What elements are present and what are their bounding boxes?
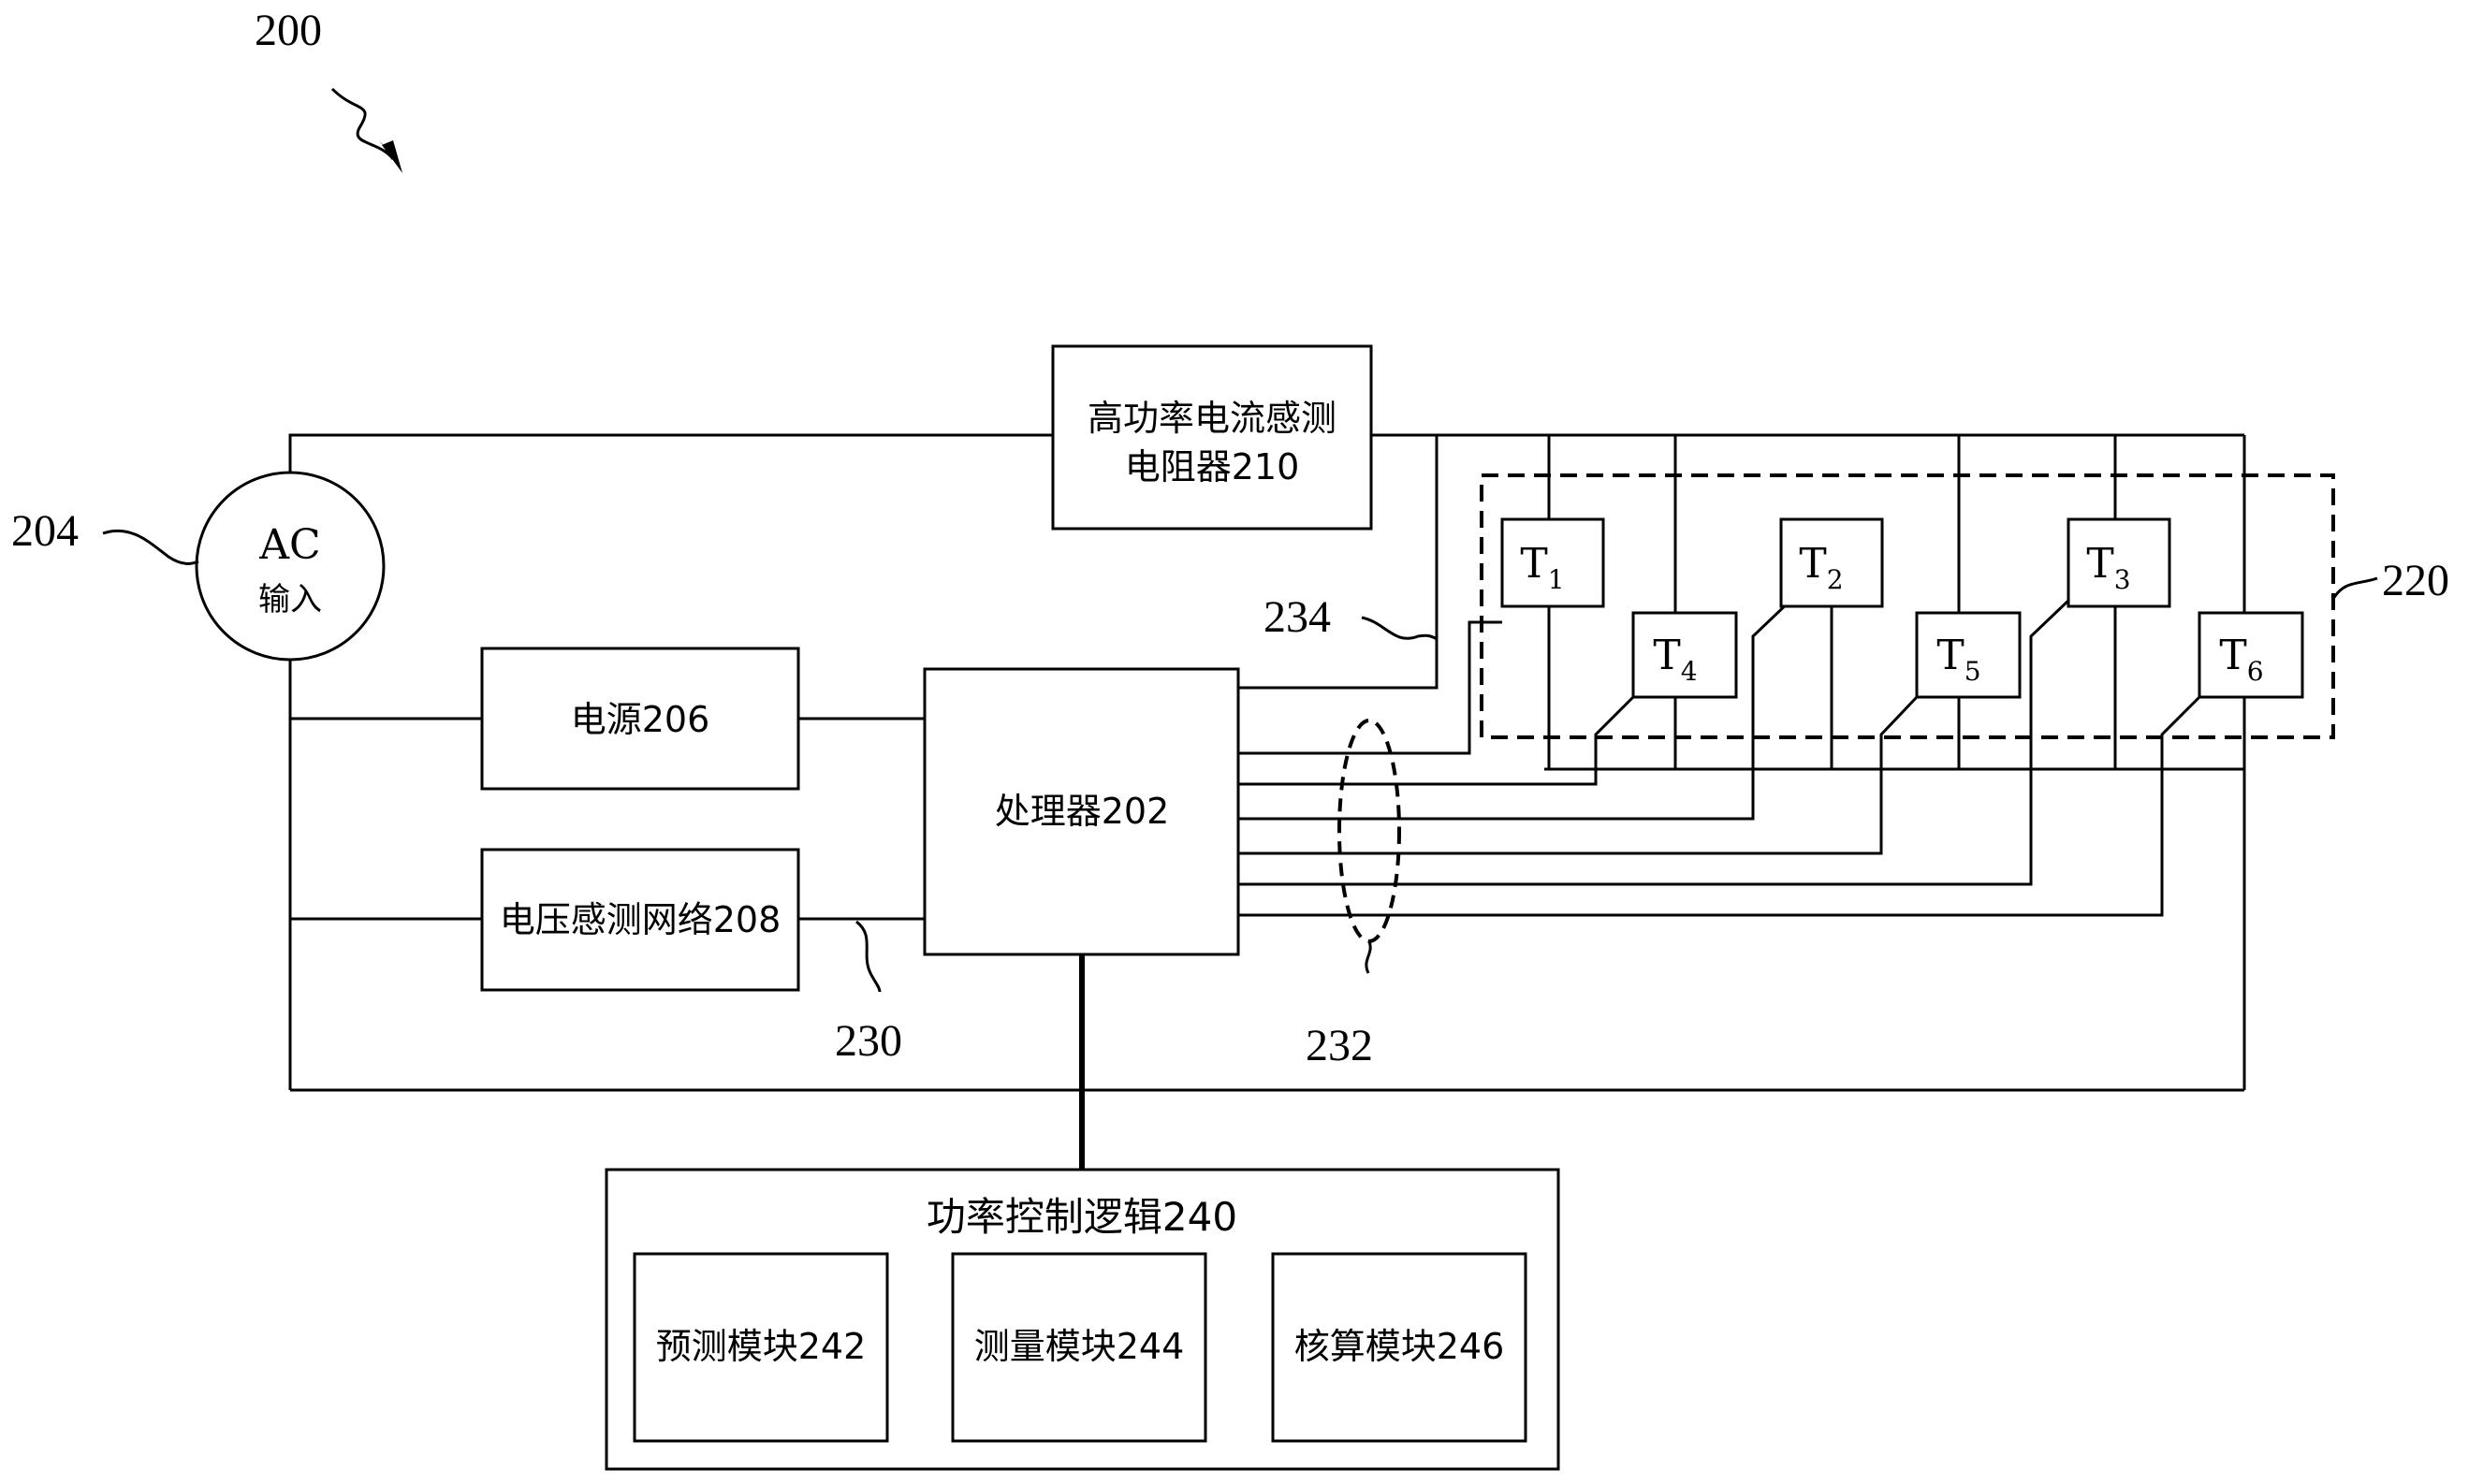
- ref-204-leader: [102, 529, 199, 565]
- t6-sub: 6: [2247, 656, 2264, 687]
- switch-t5: T5: [1915, 611, 2022, 699]
- measure-module-label: 测量模块244: [974, 1326, 1185, 1367]
- ref-230-leader: [855, 920, 882, 993]
- ref-230: 230: [835, 1016, 902, 1066]
- predict-module-label: 预测模块242: [656, 1326, 867, 1367]
- power-control-logic-label: 功率控制逻辑240: [927, 1194, 1237, 1240]
- power-supply-label: 电源206: [571, 699, 710, 740]
- t4-sub: 4: [1681, 656, 1698, 687]
- measure-module-244: [951, 1252, 1207, 1443]
- gate-line-1-route: [1463, 620, 1502, 755]
- t1-letter: T: [1520, 540, 1547, 588]
- ac-input-source: [195, 471, 386, 662]
- ref-234-leader: [1361, 616, 1438, 641]
- ref-232-leader: [1365, 940, 1372, 974]
- ref-204: 204: [11, 506, 79, 556]
- t2-letter: T: [1799, 540, 1826, 588]
- svg-text:T1: T1: [1520, 540, 1564, 595]
- accounting-module-246: [1271, 1252, 1527, 1443]
- feedback-234-wire: [1238, 435, 1439, 690]
- t5-sub: 5: [1964, 656, 1981, 687]
- gate-line-6: [1238, 695, 2201, 917]
- gate-line-4: [1238, 695, 1919, 855]
- power-supply-206: [480, 647, 800, 791]
- svg-text:T4: T4: [1653, 632, 1697, 687]
- resistor-label-1: 高功率电流感测: [1088, 398, 1336, 439]
- switch-t6: T6: [2198, 611, 2304, 699]
- svg-text:T5: T5: [1936, 632, 1980, 687]
- switch-t4: T4: [1631, 611, 1738, 699]
- ref-234: 234: [1263, 592, 1331, 642]
- gate-line-5: [1238, 597, 2072, 886]
- current-sense-resistor: [1051, 344, 1373, 531]
- ac-input-label: 输入: [258, 581, 322, 618]
- ref-232: 232: [1306, 1021, 1373, 1070]
- t1-sub: 1: [1548, 564, 1565, 595]
- t6-letter: T: [2219, 632, 2246, 679]
- t4-letter: T: [1653, 632, 1680, 679]
- t3-sub: 3: [2114, 564, 2131, 595]
- t5-letter: T: [1936, 632, 1964, 679]
- predict-module-242: [633, 1252, 889, 1443]
- gate-line-2: [1238, 695, 1635, 786]
- processor-202: [923, 667, 1240, 956]
- ref-220: 220: [2382, 556, 2449, 605]
- switch-group-220: [1480, 473, 2335, 739]
- switch-t2: T2: [1779, 517, 1884, 608]
- processor-label: 处理器202: [995, 791, 1170, 832]
- figure-ref-arrow: [330, 87, 395, 160]
- svg-text:T3: T3: [2086, 540, 2130, 595]
- ac-label: AC: [258, 521, 320, 569]
- ref-220-leader: [2331, 576, 2378, 600]
- switch-t1: T1: [1500, 517, 1605, 608]
- figure-ref-200: 200: [255, 6, 322, 55]
- top-wire: [288, 433, 1053, 515]
- resistor-label-2: 电阻器210: [1125, 446, 1300, 487]
- t2-sub: 2: [1827, 564, 1844, 595]
- svg-text:T6: T6: [2219, 632, 2263, 687]
- accounting-module-label: 核算模块246: [1294, 1326, 1505, 1367]
- gate-line-3: [1238, 597, 1794, 821]
- switch-t3: T3: [2067, 517, 2171, 608]
- svg-text:T2: T2: [1799, 540, 1843, 595]
- voltage-sense-label: 电压感测网络208: [500, 899, 781, 940]
- t3-letter: T: [2086, 540, 2113, 588]
